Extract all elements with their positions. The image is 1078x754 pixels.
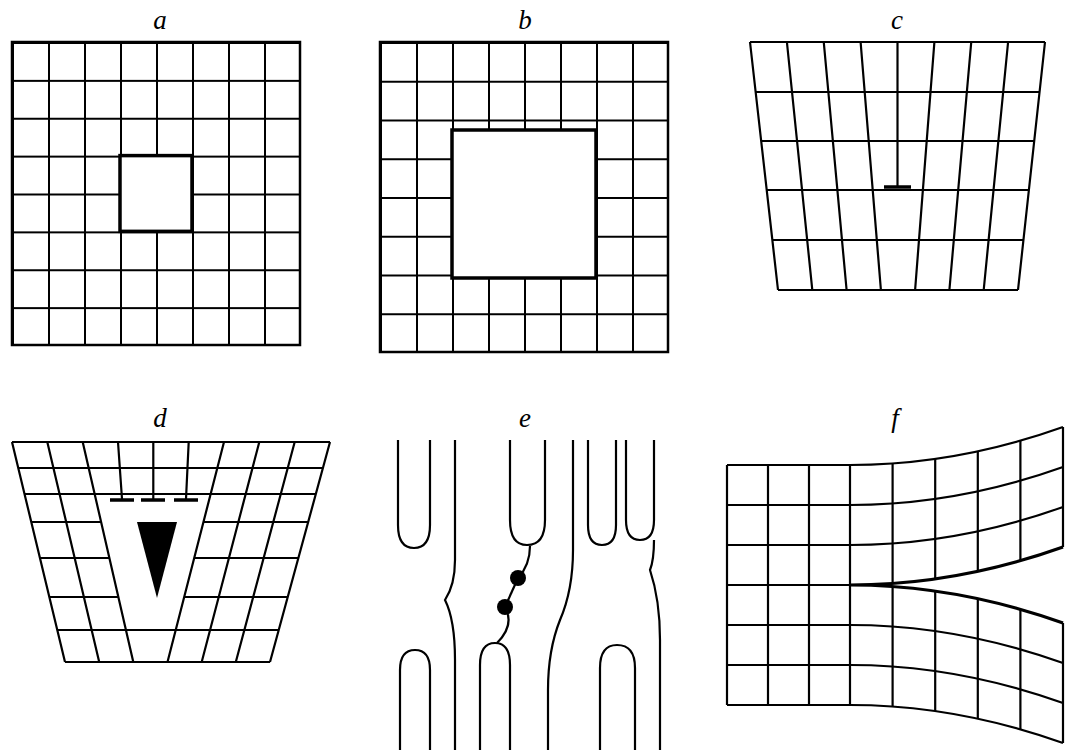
chain-fold — [400, 650, 430, 750]
lattice-row — [750, 42, 1045, 290]
lattice-grid — [12, 42, 300, 345]
lattice-row — [727, 427, 1063, 545]
extra-half-plane — [896, 42, 898, 186]
dislocation-wedge — [12, 442, 330, 662]
vacancy-hole — [120, 156, 192, 232]
panel-letter: d — [153, 405, 167, 432]
edge-dislocation — [750, 42, 1045, 290]
void-lattice — [380, 42, 668, 352]
vacancy-lattice — [12, 42, 300, 345]
folded-chains — [398, 440, 660, 750]
lattice-column — [750, 42, 1045, 290]
lattice-column — [893, 587, 1063, 744]
dislocation-symbol — [884, 185, 911, 189]
chain-line — [548, 440, 573, 750]
chain-fold — [600, 645, 635, 750]
chain-fold — [398, 440, 430, 548]
wedge-triangle — [137, 522, 177, 598]
chain-fold — [626, 440, 654, 540]
panel-letter: e — [519, 405, 531, 432]
extra-half-plane — [118, 442, 189, 499]
chain-fold — [588, 440, 616, 545]
panel-letter: f — [891, 405, 899, 432]
lattice-row — [727, 625, 1063, 743]
dislocation-symbol — [110, 498, 198, 502]
chain-line — [445, 440, 455, 750]
lattice-row — [727, 584, 850, 586]
chain-end-dot — [497, 599, 513, 615]
lattice-grid — [380, 42, 668, 352]
crack-lattice — [727, 427, 1063, 743]
chain-end-dot — [510, 570, 526, 586]
crack-face — [850, 547, 1063, 623]
lattice-column — [727, 465, 850, 705]
panel-letter: c — [891, 7, 903, 34]
lattice-column — [893, 427, 1063, 584]
panel-letter: a — [153, 7, 167, 34]
panel-letter: b — [518, 7, 532, 34]
chain-fold — [480, 643, 510, 750]
lattice-column — [12, 442, 330, 662]
void-hole — [452, 130, 596, 278]
chain-fold — [510, 440, 545, 545]
chain-line — [650, 540, 660, 750]
lattice-row — [12, 442, 330, 662]
